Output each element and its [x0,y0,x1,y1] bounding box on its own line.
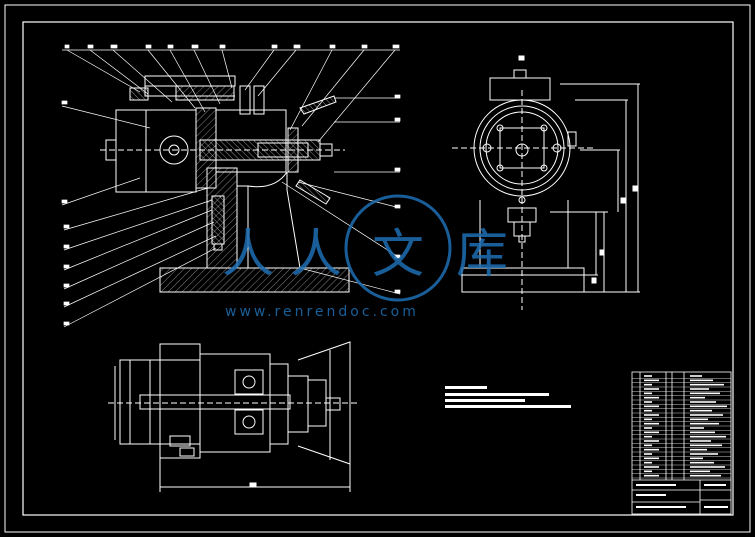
top-view [108,341,360,492]
title-block-cell-text [636,494,666,496]
inner-frame [22,21,734,516]
title-block-cell-text [644,422,659,425]
watermark-char-1: 人 [222,225,274,285]
title-block-cell-text [644,375,652,377]
title-block-cell-text [704,484,726,486]
title-block-cell-text [644,388,659,390]
title-block-cell-text [644,396,659,399]
title-block-cell-text [690,422,719,425]
title-block-cell-text [644,427,652,429]
title-block-cell-text [690,466,725,468]
watermark-char-3: 文 [372,225,424,285]
title-block-cell-text [690,401,716,403]
title-block-cell-text [644,461,652,464]
title-block-cell-text [644,401,652,403]
title-block-cell-text [636,506,686,508]
watermark-char-4: 库 [456,225,508,285]
title-block-cell-text [690,392,720,395]
title-block-cell-text [690,383,724,386]
title-block-rows [632,375,731,508]
title-block-cell-text [690,405,727,408]
title-block-cell-text [690,444,722,447]
title-block-cell-text [690,440,711,442]
outer-border [4,4,751,533]
title-block-cell-text [644,474,659,477]
title-block-cell-text [690,461,714,464]
title-block-cell-text [690,388,709,390]
title-block-cell-text [644,405,659,408]
watermark: 人 人 文 库 www.renrendoc.com [222,194,508,320]
front-view-callouts [61,44,401,328]
title-block-cell-text [644,466,659,468]
title-block-cell-text [690,396,705,399]
title-block-cell-text [690,409,712,412]
title-block-cell-text [690,474,721,477]
title-block-cell-text [644,409,652,412]
title-block-cell-text [644,418,652,421]
title-block-cell-text [644,414,659,416]
watermark-ring [344,194,452,302]
title-block-cell-text [644,431,659,434]
title-block-cell-text [636,484,676,486]
title-block-cell-text [690,435,726,438]
title-block-cell-text [690,448,707,451]
title-block-cell-text [644,453,652,455]
front-section-view [100,75,350,293]
title-block-cell-text [690,379,713,382]
title-block-cell-text [704,506,728,508]
title-block-cell-text [690,414,723,416]
technical-notes [445,386,571,408]
title-block-cell-text [690,375,702,377]
title-block-cell-text [644,379,659,382]
title-block-cell-text [644,435,652,438]
title-block-cell-text [644,457,659,460]
title-block-cell-text [644,392,652,395]
side-view [452,55,640,310]
watermark-url: www.renrendoc.com [225,304,419,320]
title-block-cell-text [644,444,652,447]
title-block-cell-text [690,453,718,455]
title-block-cell-text [644,383,652,386]
title-block-cell-text [644,448,659,451]
title-block-cell-text [644,470,652,473]
title-block-cell-text [644,440,659,442]
title-block-cell-text [690,457,703,460]
title-block-cell-text [690,427,704,429]
watermark-char-2: 人 [290,225,342,285]
title-block-cell-text [690,470,710,473]
title-block-cell-text [690,431,715,434]
title-block-cell-text [690,418,708,421]
